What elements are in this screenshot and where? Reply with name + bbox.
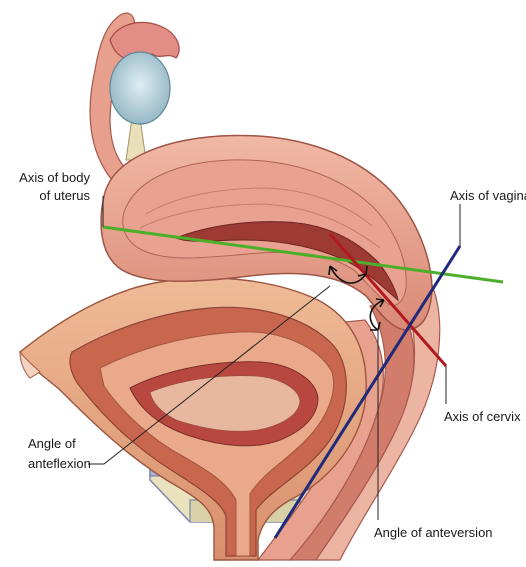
- body-axis-line: [102, 225, 504, 284]
- vagina-axis-label: Axis of vagina: [450, 188, 526, 203]
- bladder: [19, 277, 367, 561]
- anteflexion-arc: [328, 265, 368, 284]
- body-axis-label-line2: of uterus: [39, 188, 90, 203]
- ovary: [109, 51, 171, 161]
- cervix-axis-line: [328, 233, 448, 367]
- anteflexion-label-line2: anteflexion: [28, 456, 91, 471]
- body-axis-label-line1: Axis of body: [19, 170, 90, 185]
- leader-lines: [88, 196, 461, 520]
- anteversion-label: Angle of anteversion: [374, 525, 493, 540]
- vagina-axis-line: [273, 245, 462, 539]
- anteversion-arc: [369, 298, 385, 331]
- cervix-axis-label: Axis of cervix: [444, 409, 521, 424]
- uterus-body: [100, 134, 433, 331]
- fallopian-tube: [89, 12, 180, 181]
- anteflexion-label-line1: Angle of: [28, 436, 76, 451]
